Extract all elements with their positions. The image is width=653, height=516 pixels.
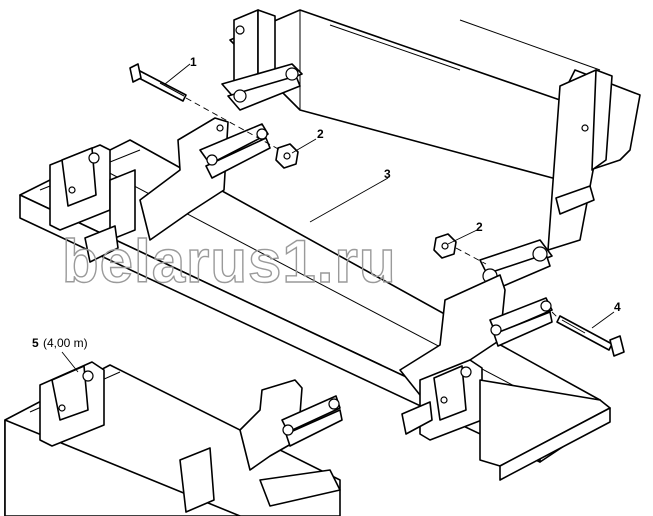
callout-2-upper: 2 [317,127,324,141]
bolt-long-upper [129,63,187,102]
right-hitch-bracket [401,359,611,481]
callout-5: 5 [32,336,39,350]
bolt-long-right [556,315,625,357]
callout-1: 1 [190,55,197,69]
nut-lower [433,233,457,259]
left-hitch-bracket [49,144,136,263]
left-upright-post [233,9,276,89]
callout-4: 4 [614,300,621,314]
callout-5-note: (4,00 m) [43,336,88,350]
leader-lines [61,63,615,373]
watermark-text: belarus1.ru [62,228,396,295]
right-upright-post [547,69,613,251]
assembly-guide-lines [185,97,559,319]
nut-upper [275,143,299,169]
main-frame-upper [229,9,641,181]
callout-2-lower: 2 [476,220,483,234]
short-frame-section [4,361,343,516]
upper-left-link [221,63,303,111]
right-side-plate [399,274,553,396]
callout-3: 3 [384,167,391,181]
